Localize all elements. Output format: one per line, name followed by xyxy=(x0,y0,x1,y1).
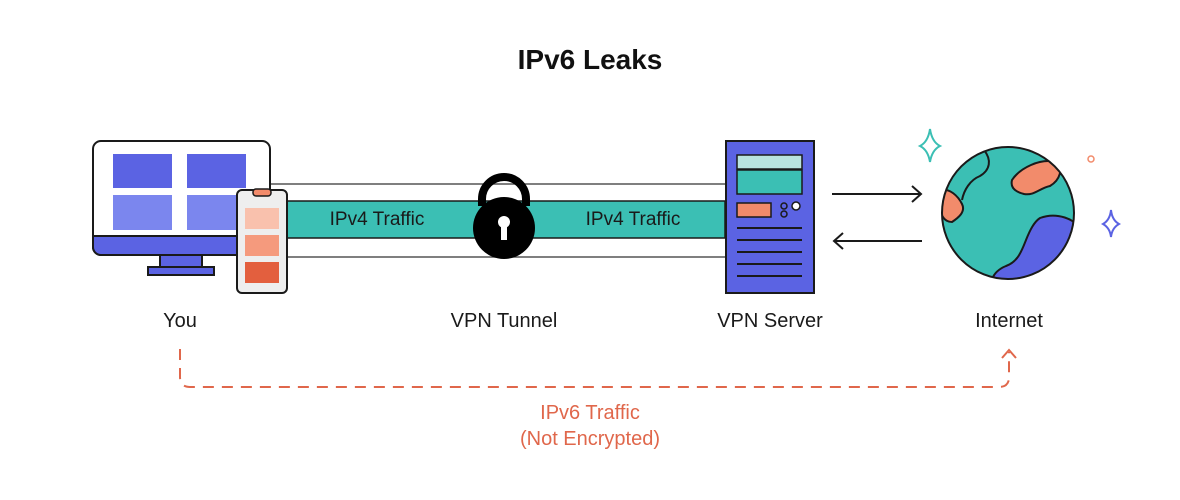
server-icon xyxy=(725,140,815,294)
label-vpn-tunnel: VPN Tunnel xyxy=(450,310,558,332)
phone-icon xyxy=(236,188,288,294)
dot-icon xyxy=(1087,155,1095,163)
tunnel-label-right: IPv4 Traffic xyxy=(585,209,681,230)
tunnel-label-left: IPv4 Traffic xyxy=(329,209,425,230)
label-internet: Internet xyxy=(975,310,1043,332)
sparkle-icon xyxy=(917,128,943,163)
ipv6-leak-path xyxy=(179,348,1017,388)
computer-icon xyxy=(92,140,271,276)
ipv6-traffic-label: IPv6 Traffic (Not Encrypted) xyxy=(520,400,660,452)
ipv6-traffic-line2: (Not Encrypted) xyxy=(519,428,661,450)
arrow-left-icon xyxy=(832,232,922,250)
diagram-title: IPv6 Leaks xyxy=(517,44,663,75)
globe-icon xyxy=(941,146,1075,280)
sparkle-icon xyxy=(1100,209,1122,238)
label-vpn-server: VPN Server xyxy=(717,310,823,332)
arrow-right-icon xyxy=(832,185,923,203)
label-you: You xyxy=(163,310,197,332)
ipv6-traffic-line1: IPv6 Traffic xyxy=(540,402,640,424)
lock-icon xyxy=(473,173,535,259)
